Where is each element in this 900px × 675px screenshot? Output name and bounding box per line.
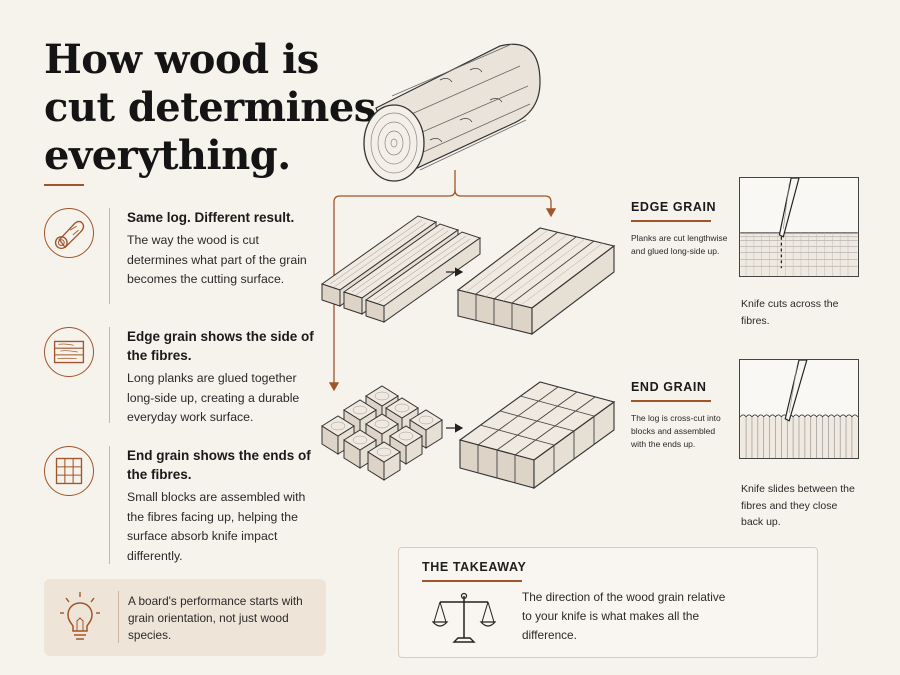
end-grain-underline bbox=[631, 400, 711, 402]
point-divider bbox=[109, 208, 110, 304]
end-knife-panel bbox=[739, 359, 859, 459]
wood-block bbox=[365, 413, 399, 453]
point-heading: End grain shows the ends of the fibres. bbox=[127, 448, 311, 482]
page-title: How wood is cut determines everything. bbox=[44, 36, 376, 179]
planks-icon bbox=[44, 327, 94, 377]
scale-icon bbox=[432, 592, 496, 643]
log-illustration bbox=[363, 43, 541, 182]
log-icon bbox=[44, 208, 94, 258]
wood-block bbox=[389, 425, 423, 465]
end-knife-caption: Knife slides between the fibres and they… bbox=[741, 483, 855, 528]
tip-text: A board's performance starts with grain … bbox=[128, 594, 303, 642]
edge-grain-underline bbox=[631, 220, 711, 222]
point-heading: Same log. Different result. bbox=[127, 210, 295, 225]
point-same-log: Same log. Different result. The way the … bbox=[44, 208, 314, 304]
grid-icon bbox=[44, 446, 94, 496]
wood-block bbox=[343, 429, 377, 469]
edge-knife-caption: Knife cuts across the fibres. bbox=[741, 298, 839, 327]
takeaway-label: THE TAKEAWAY bbox=[422, 560, 527, 574]
tip-box: A board's performance starts with grain … bbox=[44, 579, 326, 656]
takeaway-box: THE TAKEAWAY The direction of the wood g… bbox=[398, 547, 818, 658]
edge-grain-label: EDGE GRAIN bbox=[631, 200, 717, 214]
point-end-grain: End grain shows the ends of the fibres. … bbox=[44, 446, 314, 564]
point-divider bbox=[109, 327, 110, 423]
lightbulb-icon bbox=[60, 592, 100, 640]
point-body: The way the wood is cut determines what … bbox=[127, 233, 307, 286]
end-board-illustration bbox=[458, 381, 616, 490]
tip-divider bbox=[118, 591, 119, 643]
knife-icon bbox=[740, 178, 858, 276]
title-underline bbox=[44, 184, 84, 186]
end-blocks-illustration bbox=[321, 385, 443, 481]
point-body: Small blocks are assembled with the fibr… bbox=[127, 490, 306, 563]
knife-icon bbox=[740, 360, 858, 458]
edge-knife-panel bbox=[739, 177, 859, 277]
end-grain-description: The log is cross-cut into blocks and ass… bbox=[631, 413, 721, 449]
edge-grain-description: Planks are cut lengthwise and glued long… bbox=[631, 233, 728, 256]
edge-planks-illustration bbox=[320, 215, 482, 323]
wood-block bbox=[367, 441, 401, 481]
end-grain-label: END GRAIN bbox=[631, 380, 707, 394]
edge-board-illustration bbox=[456, 227, 616, 336]
point-divider bbox=[109, 446, 110, 564]
wood-block bbox=[343, 399, 377, 439]
point-heading: Edge grain shows the side of the fibres. bbox=[127, 329, 314, 363]
point-edge-grain: Edge grain shows the side of the fibres.… bbox=[44, 327, 314, 424]
point-body: Long planks are glued together long-side… bbox=[127, 371, 300, 424]
takeaway-text: The direction of the wood grain relative… bbox=[522, 590, 726, 642]
takeaway-underline bbox=[422, 580, 522, 582]
